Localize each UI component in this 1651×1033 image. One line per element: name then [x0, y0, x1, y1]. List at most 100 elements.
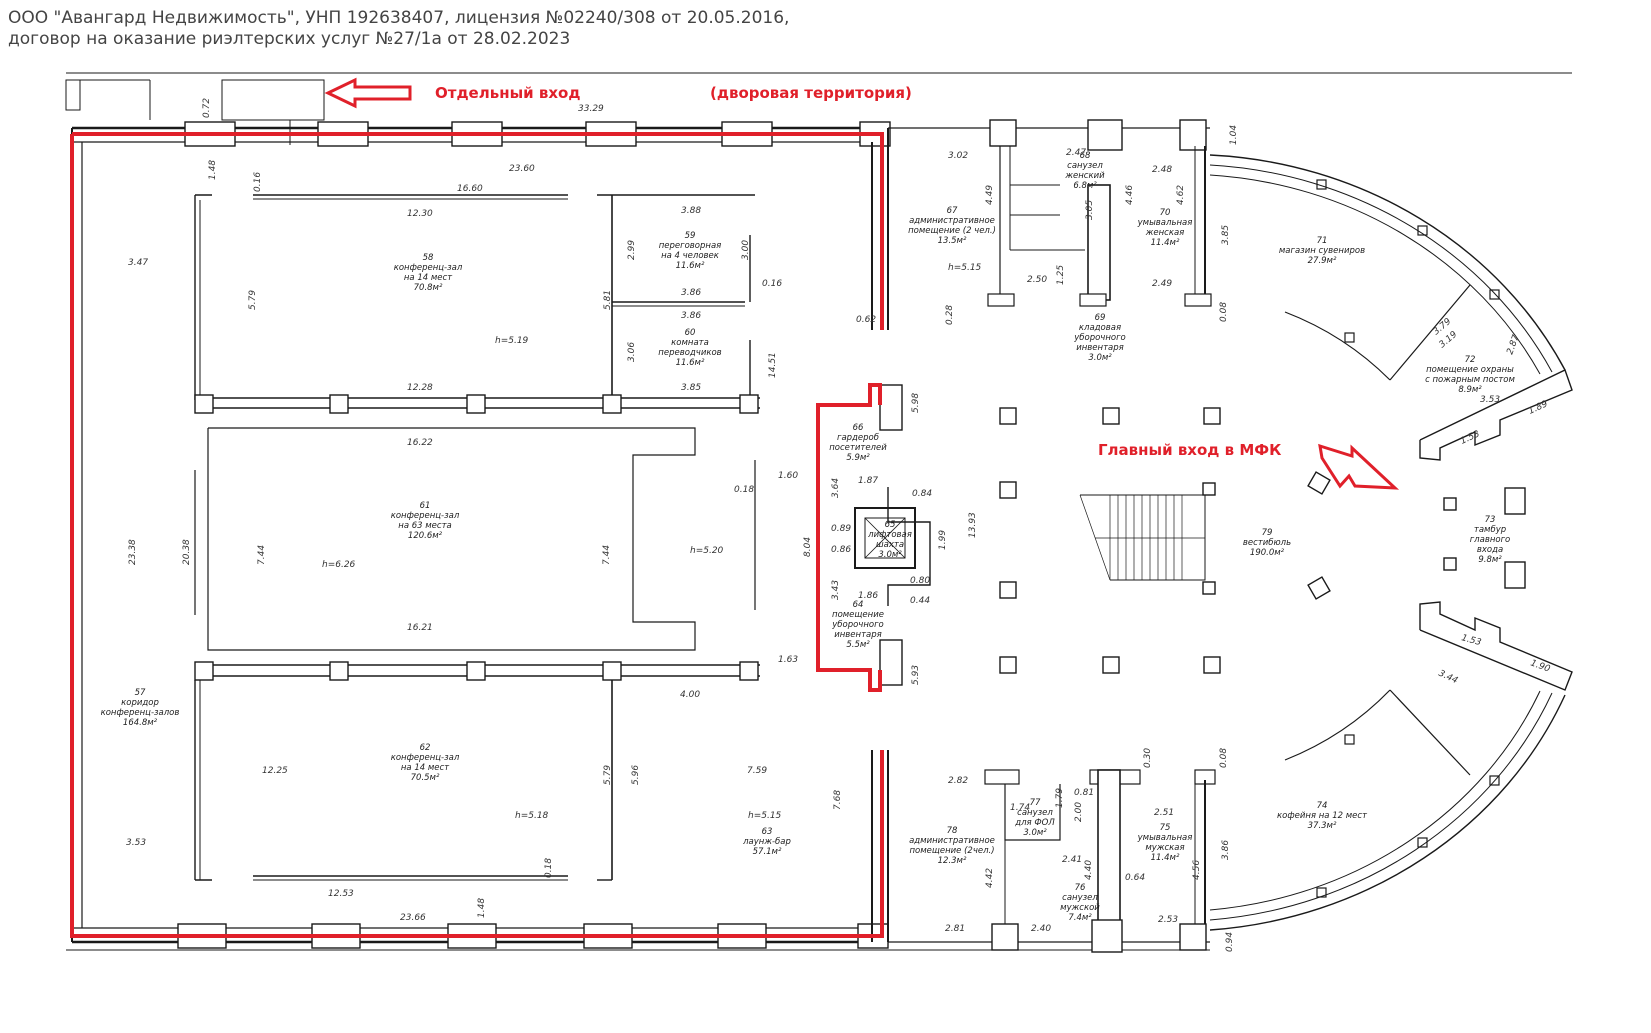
- height-61b: h=5.20: [690, 546, 724, 556]
- dim-label: 0.18: [734, 485, 754, 495]
- dim-label: 0.64: [1125, 873, 1145, 883]
- dim-label: 0.86: [831, 545, 851, 555]
- dim-label: 3.88: [681, 206, 701, 216]
- dim-label: 3.64: [831, 478, 841, 498]
- dim-label: 3.85: [681, 383, 701, 393]
- dim-label: 5.96: [631, 765, 641, 785]
- dim-label: 0.44: [910, 596, 930, 606]
- dim-label: 0.62: [856, 315, 876, 325]
- dim-label: 2.81: [945, 924, 965, 934]
- dim-label: 23.66: [400, 913, 426, 923]
- dim-label: 5.79: [248, 290, 258, 310]
- dim-label: 3.86: [1221, 840, 1231, 860]
- dim-label: 16.60: [457, 184, 483, 194]
- dim-label: 3.02: [948, 151, 968, 161]
- header-line-2: договор на оказание риэлтерских услуг №2…: [8, 29, 571, 49]
- dim-label: 1.63: [778, 655, 798, 665]
- dim-label: 5.81: [603, 290, 613, 310]
- main-entrance-label: Главный вход в МФК: [1098, 441, 1282, 459]
- dim-label: 7.44: [602, 545, 612, 565]
- dim-label: 4.49: [985, 185, 995, 205]
- separate-entrance-label: Отдельный вход: [435, 84, 580, 102]
- dim-label: 12.25: [262, 766, 288, 776]
- dim-label: 23.38: [128, 539, 138, 565]
- dim-label: 1.60: [778, 471, 798, 481]
- dim-label: 1.86: [858, 591, 878, 601]
- dim-label: 1.25: [1056, 265, 1066, 285]
- dim-label: 0.80: [910, 576, 930, 586]
- dim-label: 7.59: [747, 766, 767, 776]
- dim-label: 1.74: [1010, 803, 1030, 813]
- dim-label: 5.93: [911, 665, 921, 685]
- dim-label: 2.82: [948, 776, 968, 786]
- dim-label: 1.53: [1460, 633, 1482, 648]
- height-labels: h=5.19 h=6.26 h=5.20 h=5.18 h=5.15 h=5.1…: [322, 263, 982, 821]
- dim-label: 2.40: [1031, 924, 1051, 934]
- dim-label: 0.16: [762, 279, 782, 289]
- dim-label: 3.86: [681, 311, 701, 321]
- height-58: h=5.19: [495, 336, 529, 346]
- dim-label: 3.06: [627, 342, 637, 362]
- dim-label: 0.08: [1219, 748, 1229, 768]
- dim-label: 7.68: [833, 790, 843, 810]
- dim-label: 1.79: [1055, 788, 1065, 808]
- height-62: h=5.18: [515, 811, 549, 821]
- dim-label: 8.04: [803, 537, 813, 557]
- dim-label: 2.53: [1158, 915, 1178, 925]
- height-63: h=5.15: [748, 811, 782, 821]
- dim-label: 1.04: [1229, 125, 1239, 145]
- dimension-labels: 33.29 0.72 23.60 1.48 0.16 16.60 12.30 3…: [126, 98, 1551, 952]
- dim-label: 0.81: [1074, 788, 1094, 798]
- dim-label: 3.85: [1221, 225, 1231, 245]
- dim-label: 0.84: [912, 489, 932, 499]
- header-line-1: ООО "Авангард Недвижимость", УНП 1926384…: [8, 8, 790, 28]
- dim-label: 5.98: [911, 393, 921, 413]
- dim-label: 23.60: [509, 164, 535, 174]
- dim-label: 12.28: [407, 383, 433, 393]
- dim-label: 4.40: [1084, 860, 1094, 880]
- highlighted-area: [70, 132, 884, 938]
- dim-label: 3.86: [681, 288, 701, 298]
- dim-label: 4.56: [1192, 860, 1202, 880]
- dim-label: 16.21: [407, 623, 433, 633]
- dim-label: 2.99: [627, 240, 637, 260]
- dim-label: 16.22: [407, 438, 433, 448]
- dim-label: 3.43: [831, 580, 841, 600]
- dim-label: 0.18: [544, 858, 554, 878]
- dim-label: 14.51: [768, 352, 778, 378]
- dim-label: 0.72: [202, 98, 212, 118]
- dim-label: 2.48: [1152, 165, 1172, 175]
- dim-label: 4.42: [985, 868, 995, 888]
- dim-label: 2.51: [1154, 808, 1174, 818]
- height-67: h=5.15: [948, 263, 982, 273]
- dim-label: 3.44: [1437, 669, 1460, 687]
- dim-label: 4.46: [1125, 185, 1135, 205]
- dim-label: 1.48: [477, 898, 487, 918]
- dim-label: 1.89: [1527, 399, 1550, 417]
- dim-label: 20.38: [182, 539, 192, 565]
- dim-label: 13.93: [968, 512, 978, 538]
- dim-label: 3.53: [1480, 395, 1500, 405]
- dim-label: 2.00: [1074, 802, 1084, 822]
- dim-label: 12.30: [407, 209, 433, 219]
- arrow-down-right-icon: [1318, 443, 1400, 490]
- document-header: ООО "Авангард Недвижимость", УНП 1926384…: [8, 8, 789, 50]
